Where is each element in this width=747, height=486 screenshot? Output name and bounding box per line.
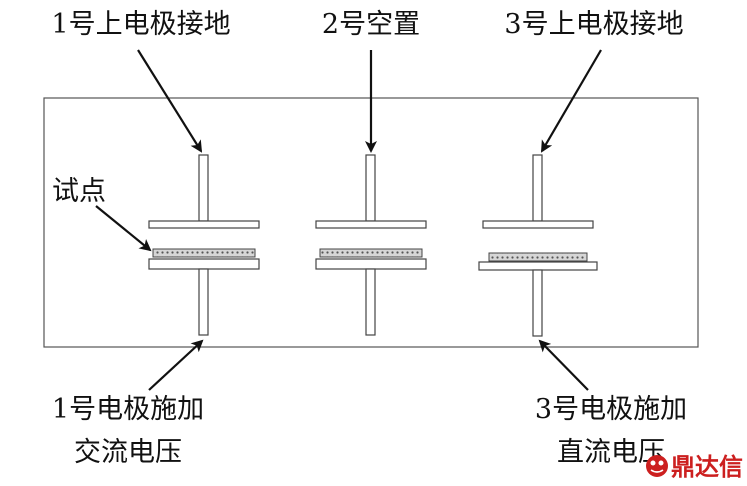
watermark-text: 鼎达信 [671,453,743,481]
electrode-1-upper-plate [148,220,260,229]
label-top-middle: 2号空置 [322,9,420,40]
electrode-1-sample [152,248,256,258]
electrode-1-lower-plate [148,258,260,270]
electrode-3-sample [488,252,588,262]
watermark: 鼎达信 [646,453,743,481]
electrode-3 [478,154,598,337]
label-bottom-right-line1: 3号电极施加 [535,394,687,425]
electrode-3-upper-rod [532,154,543,222]
electrode-2-upper-plate [315,220,427,229]
electrode-2 [315,154,427,336]
electrode-2-upper-rod [365,154,376,222]
label-bottom-left-line1: 1号电极施加 [52,394,204,425]
arrow-top-right [540,49,602,153]
arrow-top-left [137,49,203,153]
watermark-logo-icon [646,455,668,477]
electrode-3-upper-plate [482,220,594,229]
electrode-3-lower-rod [532,269,543,337]
label-sample: 试点 [52,176,106,207]
electrode-1-upper-rod [198,154,209,222]
label-top-left: 1号上电极接地 [51,9,230,40]
electrode-2-lower-rod [365,268,376,336]
electrode-2-sample [319,248,423,258]
arrow-bottom-left [148,339,204,391]
label-bottom-left-line2: 交流电压 [74,437,182,468]
electrode-2-lower-plate [315,258,427,270]
electrode-3-lower-plate [478,261,598,271]
arrow-bottom-right [538,339,589,391]
electrode-1-lower-rod [198,268,209,336]
label-top-right: 3号上电极接地 [504,9,683,40]
arrow-sample [95,205,152,252]
electrode-1 [148,154,260,336]
